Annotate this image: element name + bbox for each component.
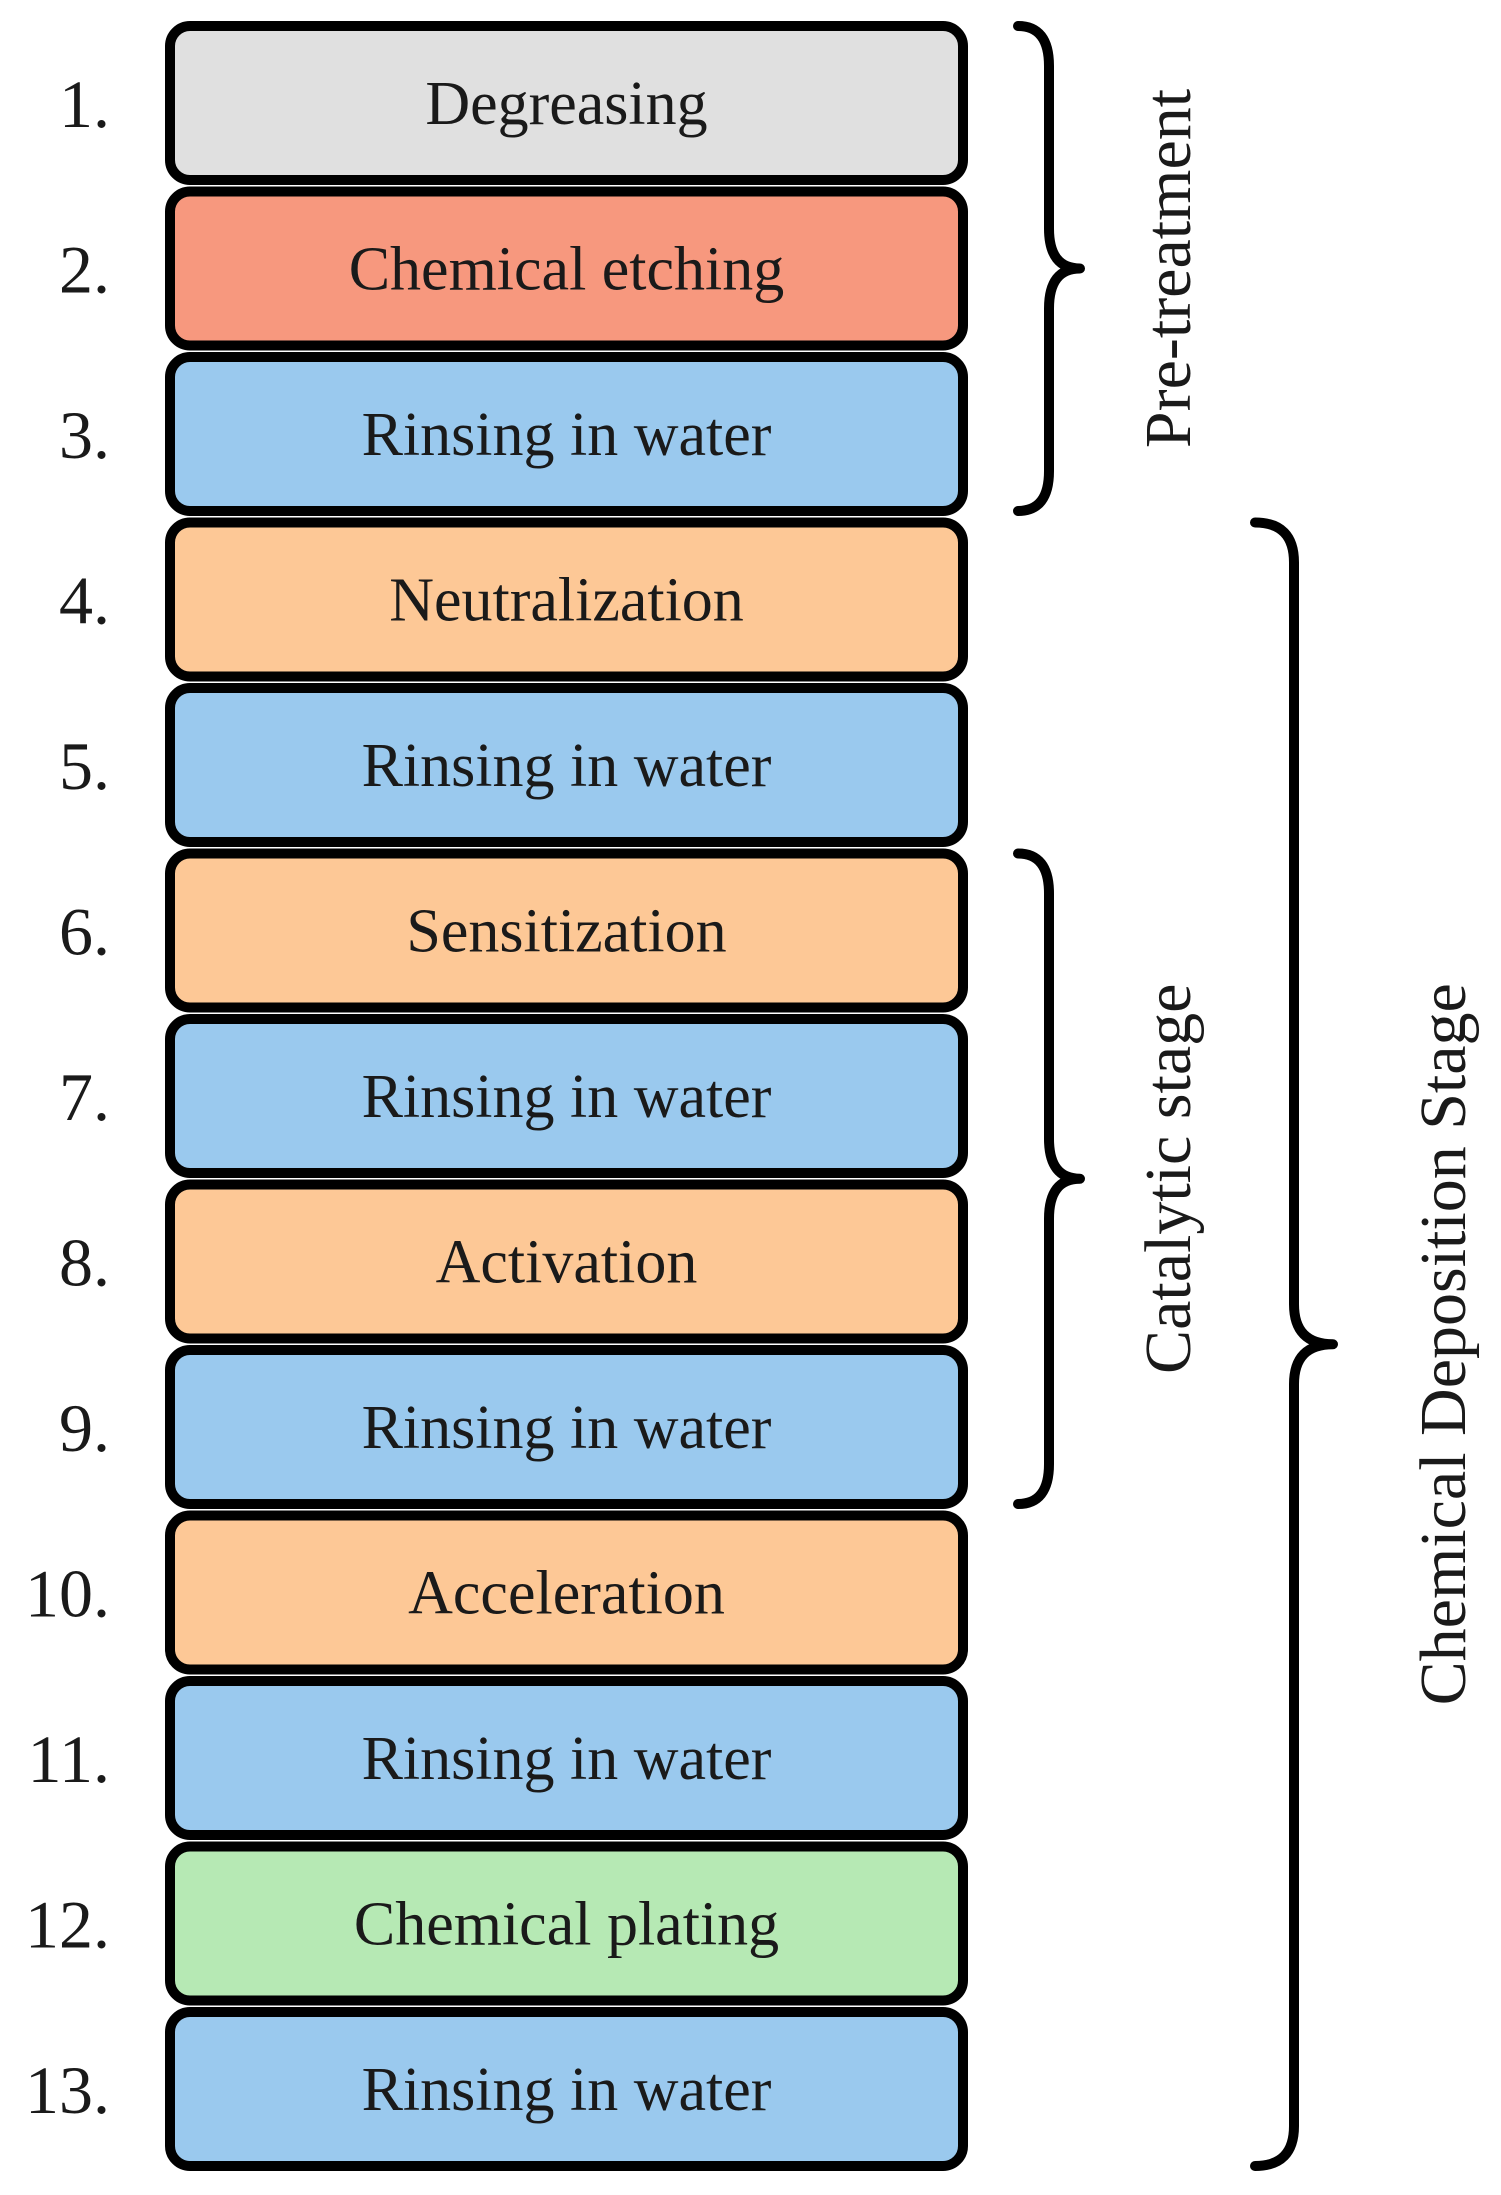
step-number: 10.	[25, 1556, 110, 1632]
step-number: 11.	[28, 1721, 110, 1797]
step-label: Rinsing in water	[362, 1063, 772, 1131]
step-box	[165, 1014, 968, 1178]
process-step: 2. Chemical etching	[59, 186, 968, 351]
step-label: Sensitization	[406, 898, 726, 966]
process-step: 6. Sensitization	[59, 848, 968, 1013]
steps-layer: 1. Degreasing 2. Chemical etching 3. Rinsing …	[25, 21, 968, 2171]
step-number: 8.	[59, 1225, 110, 1301]
step-label: Rinsing in water	[362, 732, 772, 800]
step-box	[165, 1676, 968, 1840]
step-label: Degreasing	[425, 70, 707, 138]
step-number: 9.	[59, 1390, 110, 1466]
step-number: 5.	[59, 728, 110, 804]
step-label: Activation	[436, 1229, 698, 1297]
step-label: Rinsing in water	[362, 401, 772, 469]
step-box	[165, 1841, 968, 2006]
step-box	[165, 1345, 968, 1509]
step-label: Rinsing in water	[362, 2056, 772, 2124]
stage-group: Pre-treatment	[1013, 21, 1205, 516]
step-box	[165, 848, 968, 1013]
process-step: 3. Rinsing in water	[59, 352, 968, 516]
step-number: 6.	[59, 894, 110, 970]
stage-brace	[1013, 848, 1085, 1509]
step-label: Neutralization	[389, 567, 744, 635]
step-number: 3.	[59, 397, 110, 473]
stage-brace	[1250, 517, 1338, 2171]
stage-group: Chemical Deposition Stage	[1250, 517, 1480, 2171]
step-number: 2.	[59, 232, 110, 308]
step-number: 1.	[59, 66, 110, 142]
stage-label: Pre-treatment	[1132, 89, 1205, 448]
step-number: 7.	[59, 1059, 110, 1135]
step-number: 12.	[25, 1887, 110, 1963]
step-box	[165, 517, 968, 682]
stage-label: Catalytic stage	[1132, 984, 1205, 1374]
step-label: Acceleration	[408, 1560, 725, 1628]
stage-label: Chemical Deposition Stage	[1407, 983, 1480, 1705]
step-box	[165, 2007, 968, 2171]
step-number: 4.	[59, 563, 110, 639]
process-step: 8. Activation	[59, 1179, 968, 1344]
step-label: Rinsing in water	[362, 1725, 772, 1793]
step-box	[165, 1510, 968, 1675]
step-box	[165, 352, 968, 516]
step-box	[165, 1179, 968, 1344]
process-step: 13. Rinsing in water	[25, 2007, 968, 2171]
step-number: 13.	[25, 2052, 110, 2128]
step-label: Rinsing in water	[362, 1394, 772, 1462]
process-step: 1. Degreasing	[59, 21, 968, 185]
step-label: Chemical etching	[349, 236, 785, 304]
step-box	[165, 186, 968, 351]
process-step: 4. Neutralization	[59, 517, 968, 682]
step-box	[165, 21, 968, 185]
stage-group: Catalytic stage	[1013, 848, 1205, 1509]
process-step: 5. Rinsing in water	[59, 683, 968, 847]
process-step: 9. Rinsing in water	[59, 1345, 968, 1509]
step-box	[165, 683, 968, 847]
process-step: 10. Acceleration	[25, 1510, 968, 1675]
process-step: 7. Rinsing in water	[59, 1014, 968, 1178]
process-step: 12. Chemical plating	[25, 1841, 968, 2006]
process-step: 11. Rinsing in water	[28, 1676, 968, 1840]
stage-brace	[1013, 21, 1085, 516]
step-label: Chemical plating	[354, 1891, 779, 1959]
